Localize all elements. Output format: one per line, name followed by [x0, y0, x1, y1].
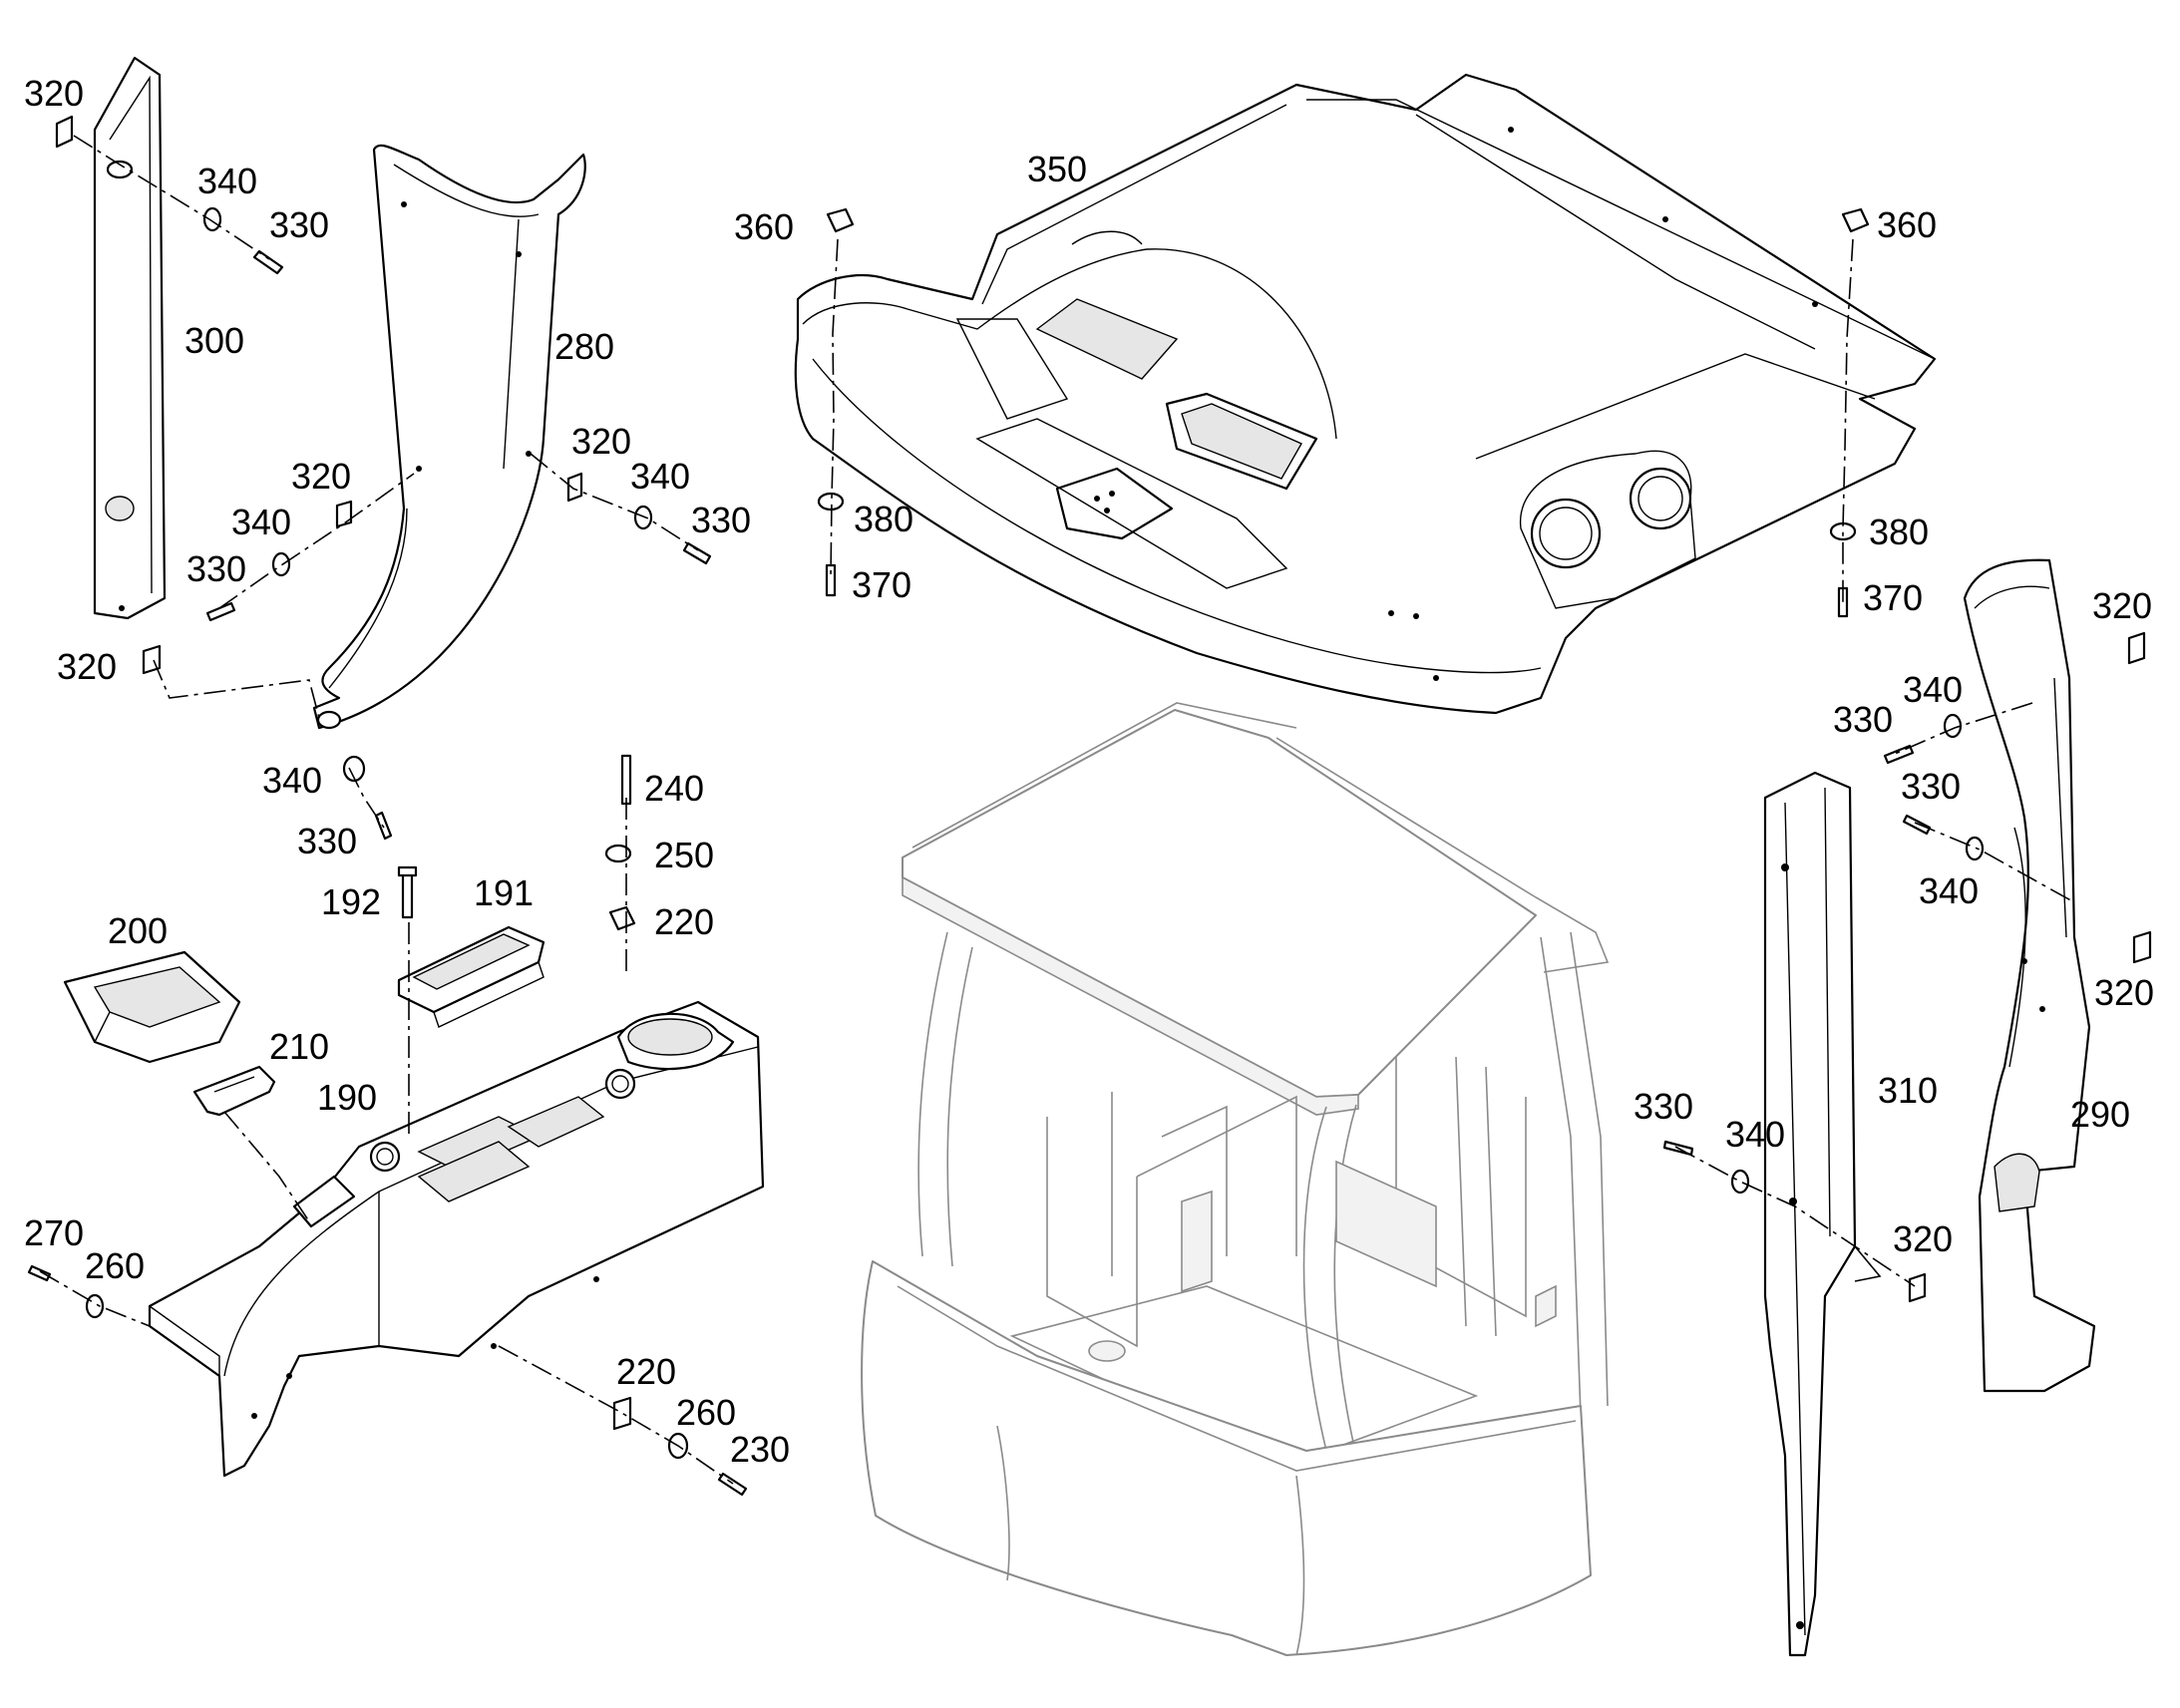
callout-370: 370 — [852, 564, 911, 605]
callout-360: 360 — [734, 206, 794, 247]
callout-330: 330 — [1833, 699, 1893, 740]
callout-191: 191 — [474, 872, 534, 913]
callout-330: 330 — [1901, 766, 1961, 807]
callout-340: 340 — [262, 760, 322, 801]
callout-330: 330 — [691, 500, 751, 540]
headliner-350 — [794, 73, 1937, 715]
callout-320: 320 — [57, 646, 117, 687]
callout-340: 340 — [630, 456, 690, 497]
callout-320: 320 — [1893, 1218, 1953, 1259]
callout-320: 320 — [24, 73, 84, 114]
callout-320: 320 — [2094, 972, 2154, 1013]
callout-330: 330 — [186, 548, 246, 589]
callout-320: 320 — [2092, 585, 2152, 626]
callout-300: 300 — [184, 320, 244, 361]
pillar-trim-300 — [93, 56, 167, 620]
callout-340: 340 — [1903, 669, 1963, 710]
callout-290: 290 — [2070, 1094, 2130, 1135]
callout-330: 330 — [1634, 1086, 1693, 1127]
callout-230: 230 — [730, 1429, 790, 1470]
callout-330: 330 — [297, 821, 357, 861]
callout-labels: 320 340 330 300 280 320 320 340 330 340 … — [24, 73, 2154, 1470]
callout-380: 380 — [854, 499, 913, 539]
callout-260: 260 — [85, 1245, 145, 1286]
callout-220: 220 — [616, 1351, 676, 1392]
callout-192: 192 — [321, 881, 381, 922]
callout-250: 250 — [654, 835, 714, 875]
callout-280: 280 — [554, 326, 614, 367]
callout-220: 220 — [654, 901, 714, 942]
leader-lines — [39, 135, 2075, 1485]
callout-190: 190 — [317, 1077, 377, 1118]
callout-360: 360 — [1877, 204, 1937, 245]
callout-260: 260 — [676, 1392, 736, 1433]
screw-192 — [397, 865, 418, 919]
callout-350: 350 — [1027, 149, 1087, 189]
side-panel-290 — [1963, 558, 2096, 1393]
callout-240: 240 — [644, 768, 704, 809]
callout-330: 330 — [269, 204, 329, 245]
callout-380: 380 — [1869, 512, 1929, 552]
callout-270: 270 — [24, 1212, 84, 1253]
callout-310: 310 — [1878, 1070, 1938, 1111]
callout-210: 210 — [269, 1026, 329, 1067]
tray-191 — [397, 925, 545, 1028]
callout-340: 340 — [197, 161, 257, 201]
console-190 — [148, 1000, 765, 1478]
callout-320: 320 — [571, 421, 631, 462]
callout-340: 340 — [231, 502, 291, 542]
callout-200: 200 — [108, 910, 168, 951]
callout-320: 320 — [291, 456, 351, 497]
callout-370: 370 — [1863, 577, 1923, 618]
callout-340: 340 — [1919, 870, 1979, 911]
cab-frame — [861, 702, 1610, 1656]
callout-340: 340 — [1725, 1114, 1785, 1155]
clip-210 — [192, 1065, 276, 1117]
side-panel-280 — [312, 144, 586, 730]
bin-200 — [63, 950, 241, 1064]
pillar-trim-310 — [1763, 771, 1882, 1657]
